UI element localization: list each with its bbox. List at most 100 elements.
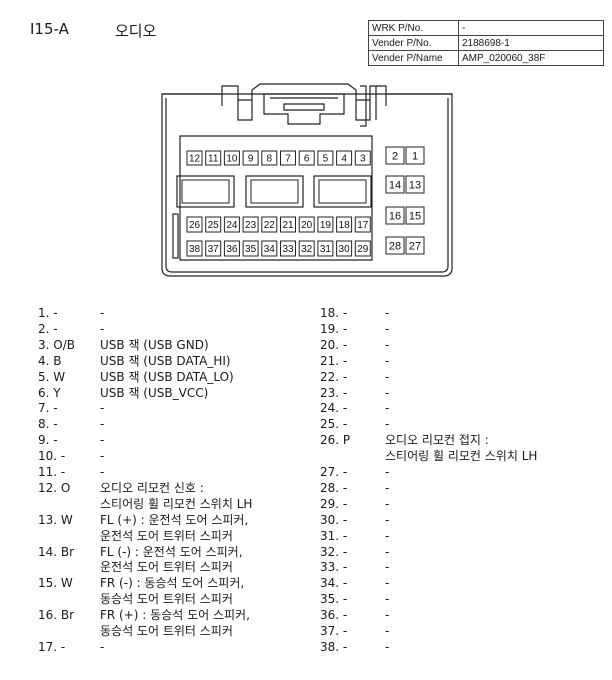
- pin-description: -: [385, 306, 390, 320]
- pin-label: 18: [339, 220, 351, 231]
- connector-pin: 27: [405, 236, 425, 255]
- pin-label: 33: [282, 244, 294, 255]
- connector-pin: 5: [317, 150, 334, 166]
- pin-description: -: [100, 401, 105, 416]
- pin-number: 29. -: [320, 496, 348, 511]
- pin-description: USB 잭 (USB GND): [100, 337, 209, 352]
- pin-description: -: [385, 608, 390, 623]
- connector-pin: 32: [298, 240, 315, 257]
- connector-pin: 17: [354, 216, 371, 233]
- pin-label: 34: [264, 244, 276, 255]
- connector-id: I15-A: [30, 20, 69, 38]
- pin-label: 30: [339, 244, 351, 255]
- pin-number: 2. -: [38, 321, 58, 336]
- pin-description: USB 잭 (USB_VCC): [100, 385, 209, 400]
- connector-slot-inner: [181, 179, 230, 204]
- pin-label: 12: [189, 154, 201, 165]
- pin-number: 33. -: [320, 560, 348, 575]
- pin-description: -: [100, 306, 105, 320]
- pin-label: 19: [320, 220, 332, 231]
- pin-label: 20: [301, 220, 313, 231]
- pin-number: 28. -: [320, 480, 348, 495]
- connector-pin: 37: [205, 240, 222, 257]
- pin-label: 31: [320, 244, 332, 255]
- connector-pin: 31: [317, 240, 334, 257]
- pin-number: 5. W: [38, 369, 66, 384]
- connector-pin: 22: [261, 216, 278, 233]
- connector-pin: 13: [405, 175, 425, 194]
- pin-description: FL (+) : 운전석 도어 스피커,: [100, 512, 249, 527]
- connector-slot-inner: [318, 179, 367, 204]
- pin-label: 14: [389, 179, 401, 191]
- pin-description: -: [385, 528, 390, 543]
- pin-number: 17. -: [38, 639, 66, 654]
- connector-pin: 29: [354, 240, 371, 257]
- connector-name: 오디오: [115, 22, 157, 40]
- pin-label: 6: [304, 154, 310, 165]
- pin-number: 36. -: [320, 608, 348, 623]
- pin-label: 22: [264, 220, 276, 231]
- vender-pname-label: Vender P/Name: [368, 50, 459, 66]
- connector-pin: 8: [261, 150, 278, 166]
- connector-pin: 9: [242, 150, 259, 166]
- pin-description: -: [385, 544, 390, 559]
- pin-description: -: [385, 560, 390, 575]
- connector-pin: 25: [205, 216, 222, 233]
- pin-label: 21: [282, 220, 294, 231]
- pin-number: 26. P: [320, 433, 351, 448]
- pin-label: 15: [409, 210, 421, 222]
- pin-number: 9. -: [38, 433, 58, 448]
- connector-pin: 34: [261, 240, 278, 257]
- pin-number: 21. -: [320, 353, 348, 368]
- connector-pin: 4: [336, 150, 353, 166]
- pin-description: -: [385, 512, 390, 527]
- pin-description: -: [385, 496, 390, 511]
- connector-pin: 12: [186, 150, 203, 166]
- pin-description: FR (-) : 동승석 도어 스피커,: [100, 576, 245, 591]
- connector-pin: 14: [385, 175, 405, 194]
- pin-number: 6. Y: [38, 385, 61, 400]
- pin-number: 8. -: [38, 417, 58, 432]
- pin-description: -: [100, 433, 105, 448]
- pin-number: 22. -: [320, 369, 348, 384]
- pin-description: -: [100, 465, 105, 479]
- pin-label: 26: [189, 220, 201, 231]
- pin-number: 11. -: [38, 465, 66, 479]
- pin-number: 19. -: [320, 321, 348, 336]
- table-row: Vender P/No. 2188698-1: [368, 35, 604, 51]
- wrk-pno-label: WRK P/No.: [368, 20, 459, 36]
- pin-label: 38: [189, 244, 201, 255]
- part-info-table: WRK P/No. - Vender P/No. 2188698-1 Vende…: [368, 20, 604, 66]
- pin-number: 18. -: [320, 306, 348, 320]
- pin-description: -: [385, 592, 390, 607]
- pin-label: 11: [208, 154, 219, 165]
- pin-description: -: [100, 449, 105, 464]
- pin-label: 9: [248, 154, 254, 165]
- connector-slot: [313, 175, 372, 208]
- pin-number: 1. -: [38, 306, 58, 320]
- pin-description: -: [385, 639, 390, 654]
- pin-label: 8: [267, 154, 273, 165]
- connector-pin: 33: [280, 240, 296, 257]
- pin-number: 24. -: [320, 401, 348, 416]
- pin-description: -: [100, 417, 105, 432]
- pin-description: -: [385, 465, 390, 479]
- pin-label: 16: [389, 210, 401, 222]
- pin-number: 37. -: [320, 624, 348, 638]
- connector-pin: 21: [280, 216, 296, 233]
- pin-label: 32: [301, 244, 313, 255]
- connector-pin: 18: [336, 216, 353, 233]
- pin-description: 스티어링 휠 리모컨 스위치 LH: [100, 496, 253, 511]
- pin-number: 3. O/B: [38, 337, 75, 352]
- pin-description: -: [100, 321, 105, 336]
- pin-label: 17: [357, 220, 369, 231]
- pin-description: -: [385, 417, 390, 432]
- pin-number: 13. W: [38, 512, 73, 527]
- connector-pin: 6: [298, 150, 315, 166]
- connector-pin: 30: [336, 240, 353, 257]
- pin-description: 동승석 도어 트위터 스피커: [100, 624, 233, 638]
- pin-description: -: [100, 639, 105, 654]
- pin-description: 동승석 도어 트위터 스피커: [100, 592, 233, 607]
- pin-description: -: [385, 321, 390, 336]
- pin-number: 10. -: [38, 449, 66, 464]
